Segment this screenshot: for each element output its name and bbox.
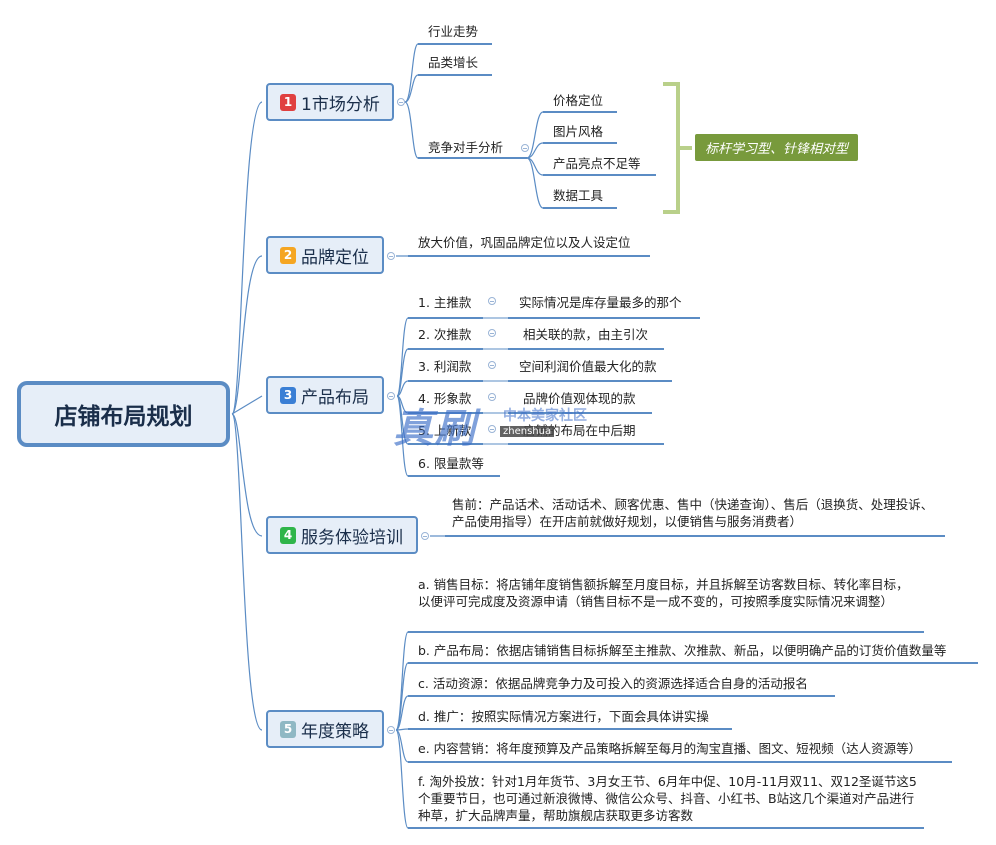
collapse-toggle[interactable] bbox=[387, 252, 395, 260]
collapse-toggle[interactable] bbox=[488, 329, 496, 337]
number-badge: 4 bbox=[280, 526, 296, 544]
branch-product-layout[interactable]: 3 产品布局 bbox=[266, 376, 384, 414]
branch-label: 1市场分析 bbox=[301, 94, 380, 115]
node-product-item[interactable]: 3. 利润款 bbox=[418, 359, 472, 374]
branch-annual-strategy[interactable]: 5 年度策略 bbox=[266, 710, 384, 748]
branch-label: 品牌定位 bbox=[301, 247, 369, 268]
node-product-item[interactable]: 2. 次推款 bbox=[418, 327, 472, 342]
node-competitor-analysis[interactable]: 竞争对手分析 bbox=[428, 140, 504, 155]
node-image-style[interactable]: 图片风格 bbox=[553, 124, 604, 139]
node-data-tools[interactable]: 数据工具 bbox=[553, 188, 604, 203]
number-badge: 2 bbox=[280, 246, 296, 264]
collapse-toggle[interactable] bbox=[387, 392, 395, 400]
node-product-item[interactable]: 5. 上新款 bbox=[418, 423, 472, 438]
node-product-detail[interactable]: 实际情况是库存量最多的那个 bbox=[519, 295, 682, 310]
node-product-detail[interactable]: 空间利润价值最大化的款 bbox=[519, 359, 657, 374]
branch-market-analysis[interactable]: 1 1市场分析 bbox=[266, 83, 394, 121]
root-node[interactable]: 店铺布局规划 bbox=[17, 381, 230, 447]
collapse-toggle[interactable] bbox=[397, 98, 405, 106]
summary-bracket bbox=[663, 82, 692, 214]
summary-text: 标杆学习型、针锋相对型 bbox=[704, 142, 848, 157]
collapse-toggle[interactable] bbox=[387, 726, 395, 734]
node-annual-item[interactable]: c. 活动资源：依据品牌竞争力及可投入的资源选择适合自身的活动报名 bbox=[418, 676, 808, 691]
node-annual-item[interactable]: f. 淘外投放：针对1月年货节、3月女王节、6月年中促、10月-11月双11、双… bbox=[418, 774, 917, 823]
node-annual-item[interactable]: b. 产品布局：依据店铺销售目标拆解至主推款、次推款、新品，以便明确产品的订货价… bbox=[418, 643, 947, 658]
node-brand-text[interactable]: 放大价值，巩固品牌定位以及人设定位 bbox=[418, 235, 631, 250]
node-annual-item[interactable]: a. 销售目标：将店铺年度销售额拆解至月度目标，并且拆解至访客数目标、转化率目标… bbox=[418, 577, 909, 609]
node-service-text[interactable]: 售前：产品话术、活动话术、顾客优惠、售中（快递查询）、售后（退换货、处理投诉、产… bbox=[452, 497, 934, 529]
node-annual-item[interactable]: e. 内容营销：将年度预算及产品策略拆解至每月的淘宝直播、图文、短视频（达人资源… bbox=[418, 741, 922, 756]
node-industry-trend[interactable]: 行业走势 bbox=[428, 24, 479, 39]
collapse-toggle[interactable] bbox=[521, 144, 529, 152]
node-product-highlights[interactable]: 产品亮点不足等 bbox=[553, 156, 641, 171]
branch-label: 服务体验培训 bbox=[301, 527, 403, 548]
number-badge: 5 bbox=[280, 720, 296, 738]
root-title: 店铺布局规划 bbox=[54, 404, 193, 430]
branch-service-training[interactable]: 4 服务体验培训 bbox=[266, 516, 418, 554]
number-badge: 1 bbox=[280, 93, 296, 111]
collapse-toggle[interactable] bbox=[421, 532, 429, 540]
branch-label: 产品布局 bbox=[301, 387, 369, 408]
number-badge: 3 bbox=[280, 386, 296, 404]
node-product-detail[interactable]: 品牌价值观体现的款 bbox=[523, 391, 636, 406]
node-product-item[interactable]: 1. 主推款 bbox=[418, 295, 472, 310]
node-annual-item[interactable]: d. 推广：按照实际情况方案进行，下面会具体讲实操 bbox=[418, 709, 709, 724]
node-price-positioning[interactable]: 价格定位 bbox=[553, 93, 604, 108]
branch-label: 年度策略 bbox=[301, 721, 369, 742]
node-product-detail[interactable]: 相关联的款，由主引次 bbox=[523, 327, 649, 342]
collapse-toggle[interactable] bbox=[488, 425, 496, 433]
collapse-toggle[interactable] bbox=[488, 393, 496, 401]
branch-brand-positioning[interactable]: 2 品牌定位 bbox=[266, 236, 384, 274]
summary-label[interactable]: 标杆学习型、针锋相对型 bbox=[695, 134, 858, 161]
node-product-detail[interactable]: 店铺的布局在中后期 bbox=[523, 423, 636, 438]
node-category-growth[interactable]: 品类增长 bbox=[428, 55, 479, 70]
node-product-item[interactable]: 6. 限量款等 bbox=[418, 456, 484, 471]
node-product-item[interactable]: 4. 形象款 bbox=[418, 391, 472, 406]
collapse-toggle[interactable] bbox=[488, 297, 496, 305]
collapse-toggle[interactable] bbox=[488, 361, 496, 369]
